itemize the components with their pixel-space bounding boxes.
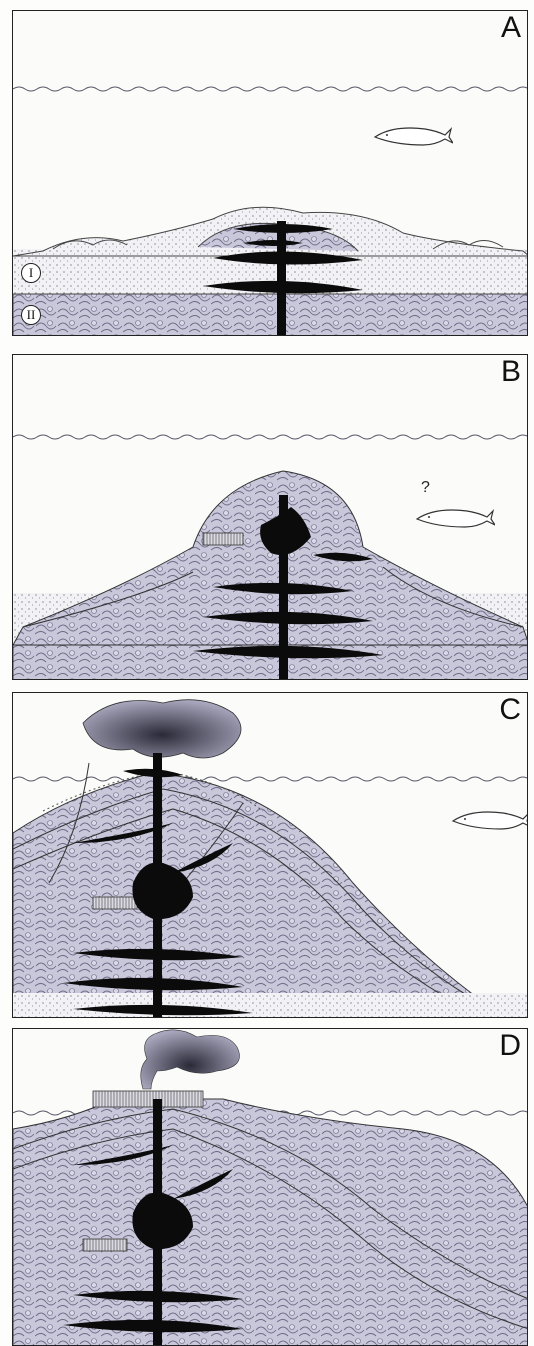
fish-icon [373, 123, 463, 153]
subaerial-lava-cap [93, 1091, 203, 1107]
panel-label-a: A [501, 13, 521, 43]
panel-label-b: B [501, 357, 521, 387]
panel-b: ? B [12, 354, 528, 680]
eruption-plume [83, 700, 241, 758]
unit-label-i: I [21, 263, 41, 283]
panel-label-c: C [499, 695, 521, 725]
panel-c: C [12, 692, 528, 1018]
fish-icon [415, 505, 505, 535]
hyaloclastite-block [203, 533, 243, 545]
question-mark: ? [421, 479, 430, 497]
fish-icon [451, 807, 528, 837]
sea-surface [13, 87, 528, 91]
panel-a: A I II [12, 10, 528, 336]
hyaloclastite-block [93, 897, 137, 909]
sea-surface [13, 777, 528, 781]
panel-c-drawing [13, 693, 528, 1018]
hyaloclastite-block [83, 1239, 127, 1251]
unit-label-ii: II [21, 305, 41, 325]
panel-label-d: D [499, 1031, 521, 1061]
sediment-unit-ii [13, 294, 528, 336]
eruption-plume [141, 1030, 240, 1089]
panel-a-drawing [13, 11, 528, 336]
volcanic-edifice [13, 1099, 528, 1346]
sea-surface [13, 435, 528, 439]
panel-d-drawing [13, 1029, 528, 1346]
panel-d: D [12, 1028, 528, 1346]
